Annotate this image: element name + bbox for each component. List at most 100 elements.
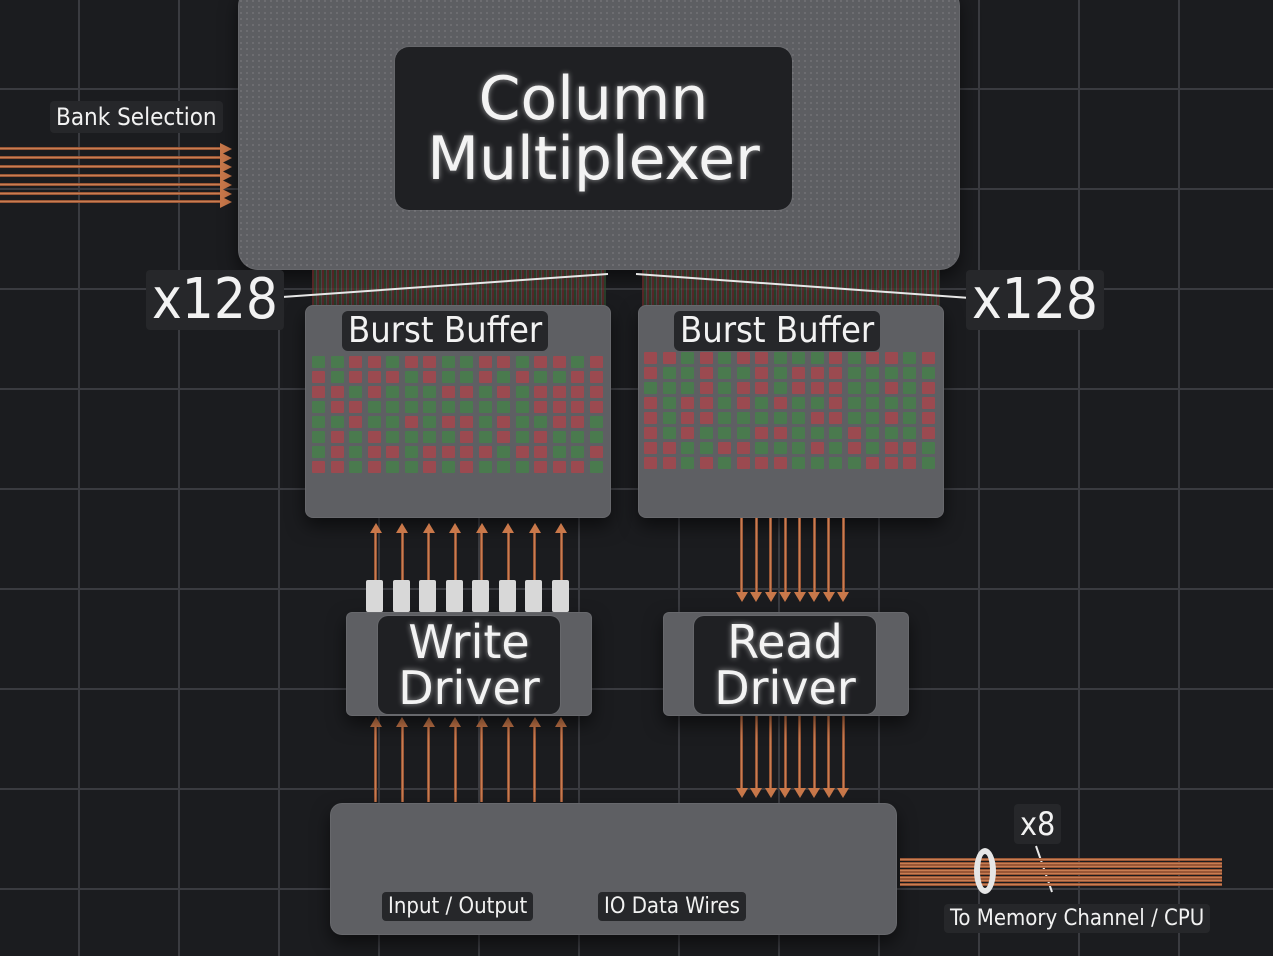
bit-cell: [773, 367, 787, 379]
write-wire-upper: [559, 532, 563, 582]
bit-cell: [515, 356, 529, 368]
bit-cell: [644, 427, 657, 439]
bit-cell: [810, 397, 824, 409]
bit-cell: [773, 412, 787, 424]
bit-cell: [921, 427, 935, 439]
bit-cell: [589, 371, 603, 383]
read-wire-upper: [812, 518, 816, 594]
bit-cell: [792, 457, 805, 469]
read-wire-upper: [783, 518, 787, 594]
channel-wire: [900, 879, 1222, 882]
bit-cell: [681, 382, 694, 394]
bit-cell: [589, 386, 603, 398]
bit-cell: [847, 442, 861, 454]
bit-cell: [497, 461, 510, 473]
bit-cell: [644, 397, 657, 409]
bit-cell: [792, 352, 805, 364]
bit-cell: [571, 356, 584, 368]
write-latch: [419, 580, 436, 612]
bit-cell: [903, 352, 916, 364]
down-arrow-icon: [735, 592, 748, 602]
bit-cell: [736, 427, 750, 439]
bit-cell: [644, 367, 657, 379]
bit-cell: [681, 397, 694, 409]
bit-cell: [736, 397, 750, 409]
bit-cell: [460, 386, 473, 398]
bit-cell: [460, 356, 473, 368]
bit-cell: [423, 356, 436, 368]
bit-cell: [515, 401, 529, 413]
bit-cell: [423, 446, 436, 458]
bit-cell: [699, 367, 713, 379]
bit-cell: [552, 371, 566, 383]
bit-cell: [792, 397, 805, 409]
bit-cell: [589, 431, 603, 443]
column-multiplexer-line1: Column: [478, 63, 709, 134]
write-wire-lower: [453, 726, 457, 802]
bit-cell: [810, 457, 824, 469]
bit-cell: [515, 446, 529, 458]
up-arrow-icon: [555, 523, 567, 533]
bit-cell: [478, 416, 492, 428]
bit-cell: [792, 367, 805, 379]
x128-right-label: x128: [966, 270, 1104, 330]
bit-cell: [644, 352, 657, 364]
bundle-ring-icon: [974, 848, 996, 894]
bit-cell: [773, 397, 787, 409]
bit-cell: [718, 442, 731, 454]
bit-cell: [866, 412, 879, 424]
bit-cell: [386, 416, 399, 428]
burst-buffer-right-label: Burst Buffer: [674, 311, 881, 351]
bit-cell: [903, 427, 916, 439]
bit-cell: [571, 371, 584, 383]
bit-cell: [903, 442, 916, 454]
up-arrow-icon: [369, 717, 382, 727]
bit-cell: [589, 461, 603, 473]
bit-cell: [441, 461, 455, 473]
bit-cell: [847, 457, 861, 469]
bit-cell: [478, 356, 492, 368]
bit-cell: [921, 442, 935, 454]
read-wire-upper: [798, 518, 801, 594]
read-wire-upper: [754, 518, 758, 594]
up-arrow-icon: [528, 717, 541, 727]
bit-cell: [921, 352, 935, 364]
bit-cell: [884, 352, 898, 364]
bit-cell: [441, 416, 455, 428]
up-arrow-icon: [449, 717, 461, 727]
channel-wire: [900, 865, 1222, 868]
read-wire-upper: [769, 518, 772, 594]
read-driver-line1: Read: [727, 615, 843, 669]
bit-cell: [441, 356, 455, 368]
bit-cell: [441, 371, 455, 383]
bit-cell: [792, 427, 805, 439]
bit-cell: [921, 367, 935, 379]
bit-cell: [404, 401, 418, 413]
channel-wire: [900, 858, 1222, 861]
bit-cell: [404, 416, 418, 428]
read-driver-line2: Driver: [714, 661, 856, 715]
write-latch: [472, 580, 489, 612]
read-wire-upper: [841, 518, 845, 594]
bit-cell: [404, 356, 418, 368]
bit-cell: [699, 457, 713, 469]
write-wire-upper: [480, 532, 483, 582]
up-arrow-icon: [528, 523, 541, 533]
bit-cell: [829, 367, 842, 379]
bit-cell: [847, 397, 861, 409]
bit-cell: [866, 397, 879, 409]
bit-cell: [478, 446, 492, 458]
bit-cell: [662, 397, 676, 409]
bit-cell: [810, 382, 824, 394]
bit-cell: [903, 397, 916, 409]
bit-cell: [884, 442, 898, 454]
read-wire-upper: [827, 518, 830, 594]
bit-cell: [921, 457, 935, 469]
down-arrow-icon: [764, 592, 777, 602]
bit-cell: [829, 352, 842, 364]
bit-cell: [386, 401, 399, 413]
bit-cell: [810, 367, 824, 379]
bit-cell: [515, 371, 529, 383]
bit-cell: [571, 461, 584, 473]
bit-cell: [866, 382, 879, 394]
